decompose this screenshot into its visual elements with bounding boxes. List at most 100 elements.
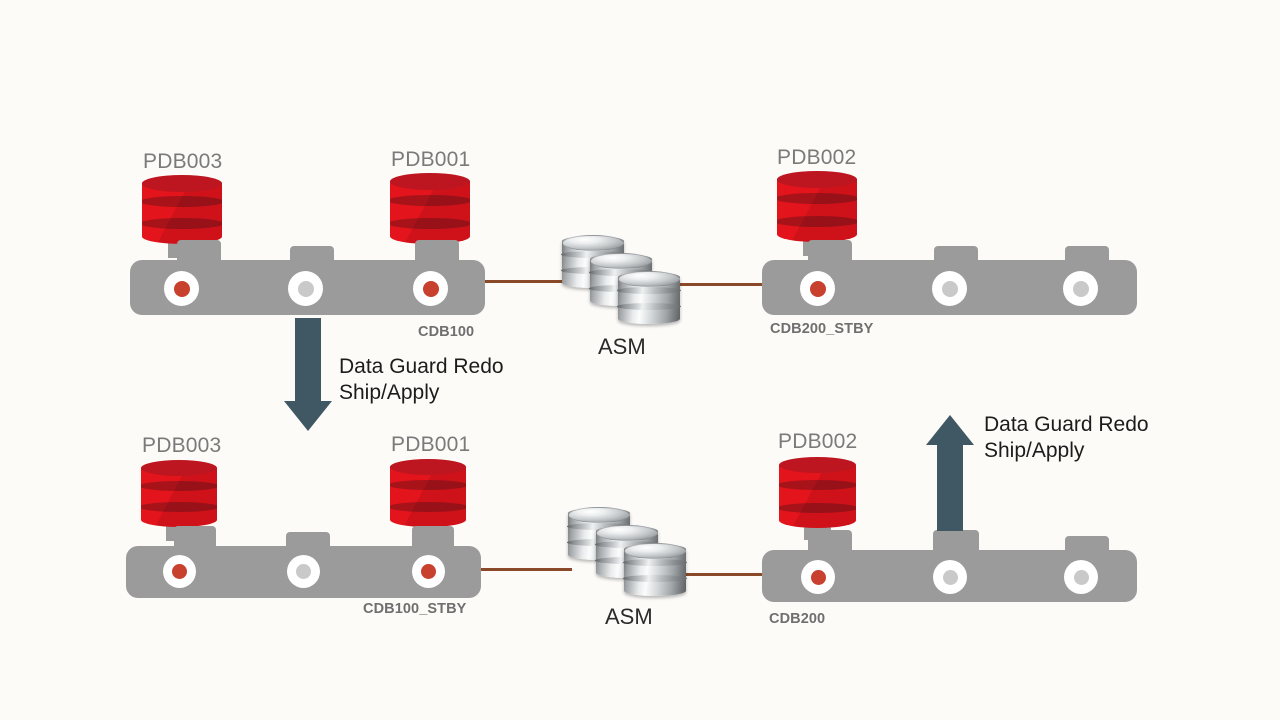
asm-disk-groove: [595, 541, 659, 548]
database-ring: [779, 480, 856, 490]
server-cdb200-stby[interactable]: [762, 240, 1137, 315]
server-port-active[interactable]: [163, 555, 196, 588]
storage-asm-bottom: [567, 507, 688, 600]
arrow-head: [926, 415, 974, 445]
asm-disk-top: [618, 271, 680, 287]
pdb-label-top-right: PDB002: [777, 146, 857, 169]
asm-disk: [623, 543, 687, 596]
database-top-cap: [779, 457, 856, 473]
link-asm-cdb200: [676, 573, 764, 576]
asm-disk-top: [596, 525, 658, 541]
database-top-cap: [777, 171, 857, 188]
asm-disk-top: [568, 507, 630, 523]
arrow-shaft: [937, 443, 963, 531]
pdb-label-bottom-left: PDB003: [142, 434, 222, 457]
database-cylinder-pdb002-bottom: [779, 457, 856, 540]
cdb-label-top-right: CDB200_STBY: [770, 321, 874, 337]
server-tab: [808, 530, 852, 552]
asm-disk-top: [562, 235, 624, 251]
server-tab: [1065, 246, 1109, 262]
asm-disk-groove: [623, 575, 687, 582]
server-cdb100-stby[interactable]: [126, 526, 481, 598]
asm-disk-groove: [617, 287, 681, 294]
database-ring: [779, 503, 856, 513]
redo-arrow-up: [926, 415, 974, 531]
database-cylinder-pdb001-bottom: [390, 459, 466, 540]
database-ring: [390, 195, 470, 206]
redo-label-line2: Ship/Apply: [339, 381, 440, 404]
arrow-shaft: [295, 318, 321, 404]
server-tab: [1065, 536, 1109, 552]
arrow-head: [284, 401, 332, 431]
server-port-idle[interactable]: [287, 555, 320, 588]
server-port-idle[interactable]: [933, 560, 967, 594]
server-port-idle[interactable]: [1063, 271, 1098, 306]
pdb-label-bottom-right: PDB002: [778, 430, 858, 453]
redo-arrow-label-bottom: Data Guard Redo Ship/Apply: [984, 412, 1149, 464]
port-indicator: [297, 280, 314, 297]
port-indicator: [173, 280, 190, 297]
asm-disk-groove: [617, 303, 681, 310]
port-indicator: [421, 564, 436, 579]
server-port-idle[interactable]: [1064, 560, 1098, 594]
redo-arrow-label-top: Data Guard Redo Ship/Apply: [339, 354, 504, 406]
server-tab: [934, 246, 978, 262]
redo-label-line2: Ship/Apply: [984, 439, 1085, 462]
port-indicator: [296, 564, 311, 579]
asm-disk-top: [624, 543, 686, 559]
port-indicator: [422, 280, 439, 297]
asm-label-top: ASM: [598, 334, 646, 359]
database-cylinder-pdb001-top: [390, 173, 470, 258]
server-port-idle[interactable]: [932, 271, 967, 306]
database-cylinder-pdb003-bottom: [141, 460, 217, 541]
database-ring: [142, 196, 222, 207]
port-indicator: [810, 569, 826, 585]
asm-label-bottom: ASM: [605, 604, 653, 629]
redo-arrow-down: [284, 318, 332, 431]
database-cylinder-pdb003-top: [142, 175, 222, 258]
asm-disk-groove: [567, 523, 631, 530]
redo-label-line1: Data Guard Redo: [339, 355, 504, 378]
database-cylinder-pdb002-top: [777, 171, 857, 256]
server-tab: [286, 532, 330, 548]
server-cdb200[interactable]: [762, 530, 1137, 602]
server-port-active[interactable]: [413, 271, 448, 306]
port-indicator: [1073, 569, 1089, 585]
database-ring: [390, 480, 466, 490]
asm-disk-groove: [589, 269, 653, 276]
server-port-active[interactable]: [164, 271, 199, 306]
database-ring: [777, 193, 857, 204]
asm-disk-top: [590, 253, 652, 269]
asm-disk-groove: [623, 559, 687, 566]
asm-disk-groove: [561, 251, 625, 258]
server-tab: [412, 526, 454, 548]
port-indicator: [942, 569, 958, 585]
port-indicator: [1072, 280, 1089, 297]
server-port-active[interactable]: [800, 271, 835, 306]
pdb-label-top-mid: PDB001: [391, 148, 471, 171]
link-cdb100stby-asm: [476, 568, 572, 571]
server-port-idle[interactable]: [288, 271, 323, 306]
database-ring: [390, 502, 466, 512]
cdb-label-top-left: CDB100: [418, 324, 475, 340]
database-ring: [777, 216, 857, 227]
storage-asm-top: [561, 235, 682, 328]
server-port-active[interactable]: [801, 560, 835, 594]
link-cdb100-asm: [480, 280, 572, 283]
port-indicator: [172, 564, 187, 579]
link-asm-cdb200stby: [672, 283, 764, 286]
server-cdb100[interactable]: [130, 240, 485, 315]
pdb-label-bottom-mid: PDB001: [391, 433, 471, 456]
database-top-cap: [142, 175, 222, 192]
redo-label-line1: Data Guard Redo: [984, 413, 1149, 436]
server-port-active[interactable]: [412, 555, 445, 588]
port-indicator: [809, 280, 826, 297]
port-indicator: [941, 280, 958, 297]
asm-disk: [617, 271, 681, 324]
database-ring: [141, 481, 217, 491]
cdb-label-bottom-left: CDB100_STBY: [363, 601, 467, 617]
database-ring: [142, 218, 222, 229]
server-tab: [415, 240, 459, 262]
server-tab: [177, 240, 221, 262]
database-top-cap: [390, 173, 470, 190]
